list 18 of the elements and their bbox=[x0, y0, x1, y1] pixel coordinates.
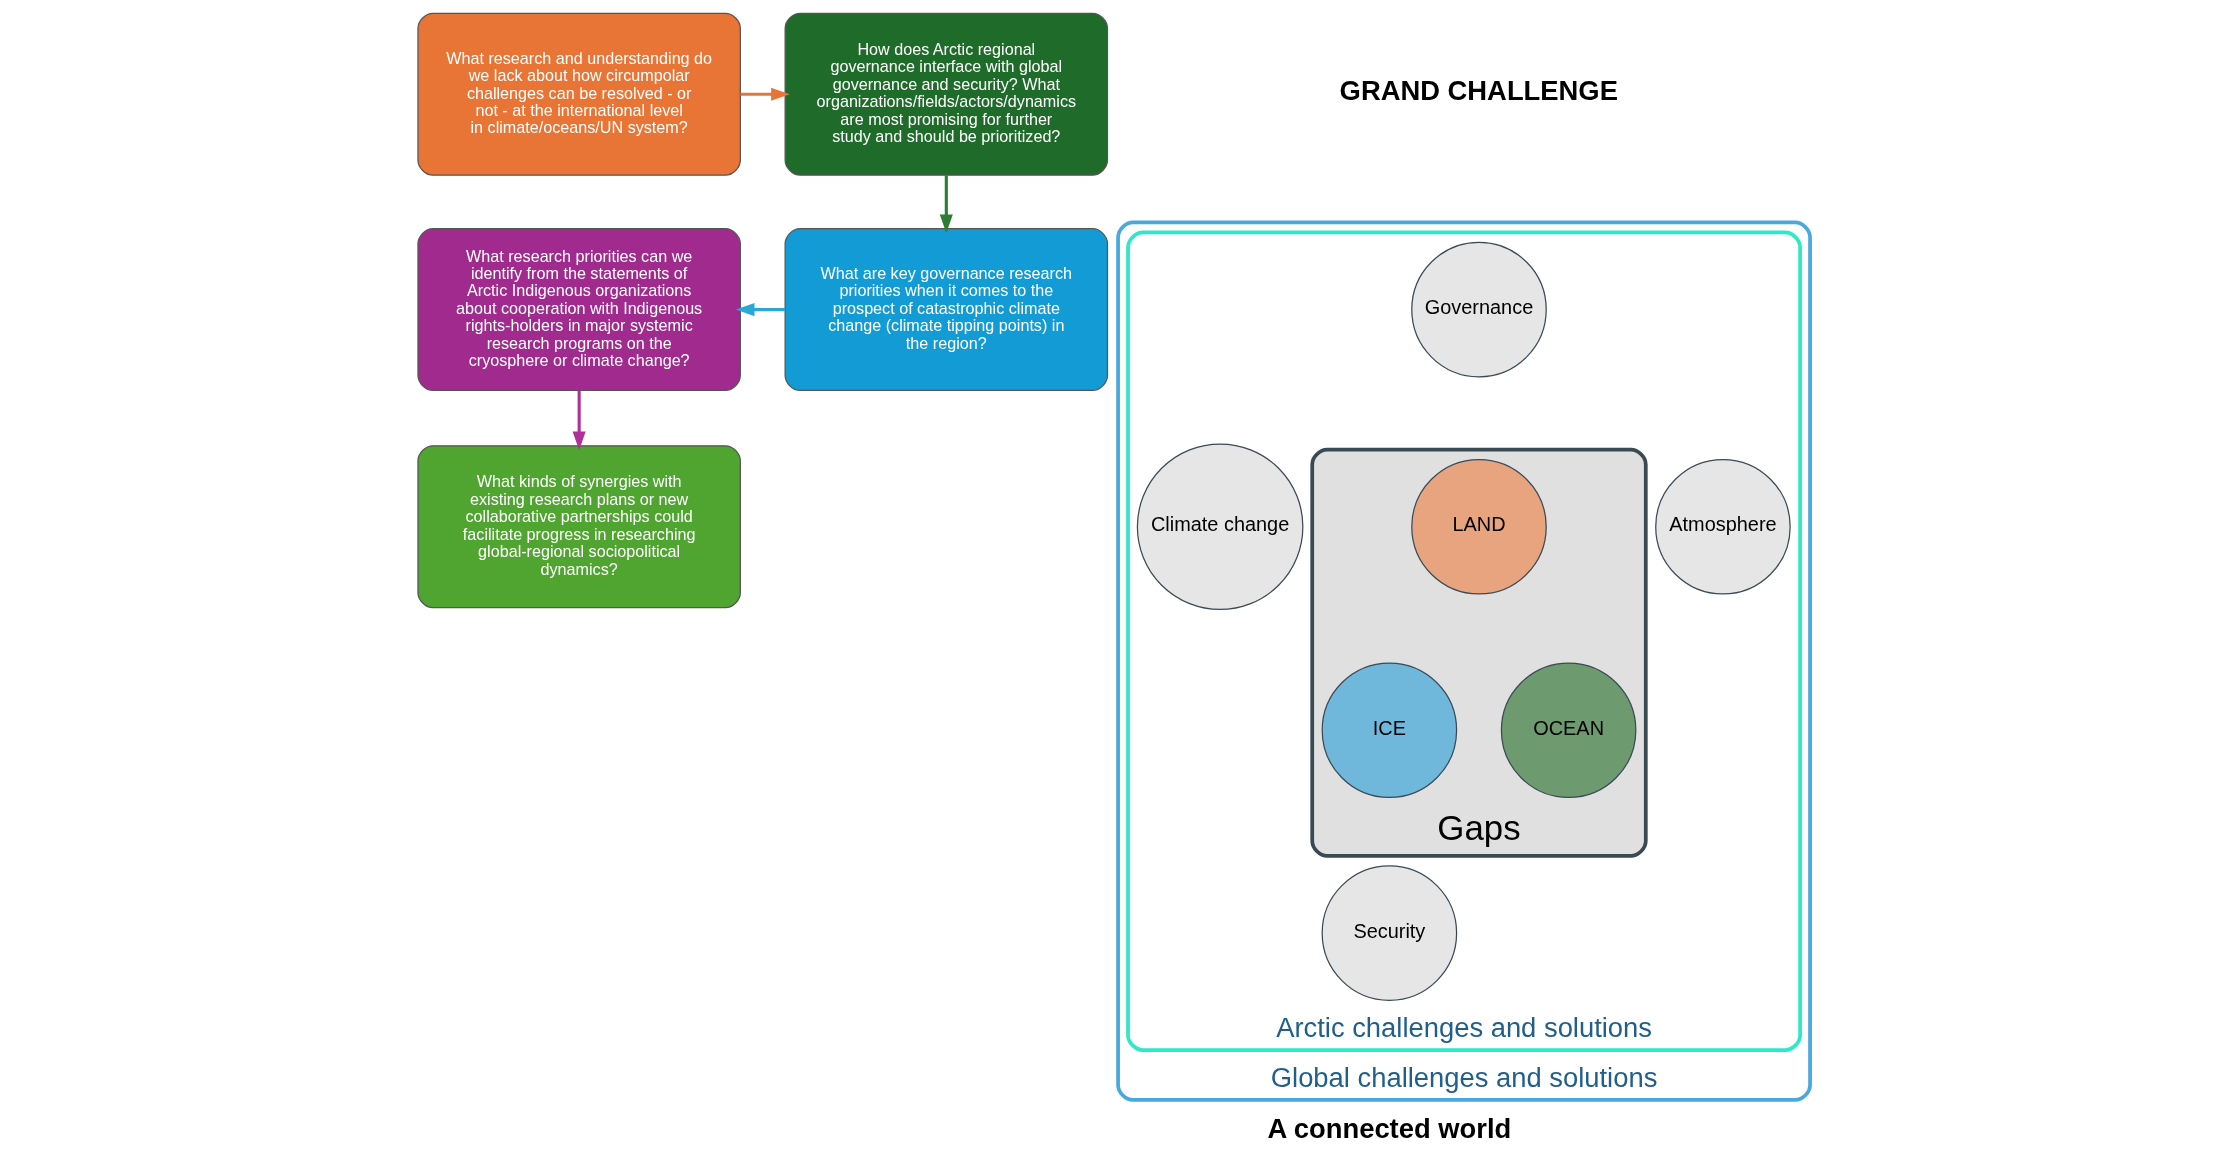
label: A connected world bbox=[1266, 1112, 1511, 1144]
node-box: What research and understanding do we lack about how circumpolar challenges can be resolved - or not - at the international level in climate/oceans/UN system? bbox=[416, 12, 741, 176]
node-circle: ICE bbox=[1321, 662, 1457, 799]
node-box: What are key governance research priorities when it comes to the prospect of catastrophic climate change (climate tipping points) in the region? bbox=[784, 228, 1108, 392]
label: GRAND CHALLENGE bbox=[1339, 74, 1618, 106]
arrow bbox=[740, 87, 790, 101]
node-circle: Atmosphere bbox=[1654, 458, 1791, 595]
node-circle: OCEAN bbox=[1500, 662, 1636, 799]
arrow bbox=[939, 175, 953, 234]
arrow bbox=[572, 390, 586, 451]
arrow bbox=[735, 303, 785, 317]
node-circle: LAND bbox=[1410, 458, 1547, 595]
node-box: How does Arctic regional governance interface with global governance and security? What organizations/fields/actors/dynamics are most promising for further study and should be prioritized? bbox=[784, 12, 1108, 176]
node-circle: Climate change bbox=[1136, 443, 1303, 611]
node-circle: Security bbox=[1321, 865, 1457, 1001]
node-box: What kinds of synergies with existing research plans or new collaborative partnerships could facilitate progress in researching global-regional sociopolitical dynamics? bbox=[416, 445, 741, 609]
node-box: What research priorities can we identify from the statements of Arctic Indigenous organizations about cooperation with Indigenous rights-holders in major systemic research programs on the cryosphere or climate change? bbox=[416, 228, 741, 392]
node-circle: Governance bbox=[1410, 241, 1547, 378]
